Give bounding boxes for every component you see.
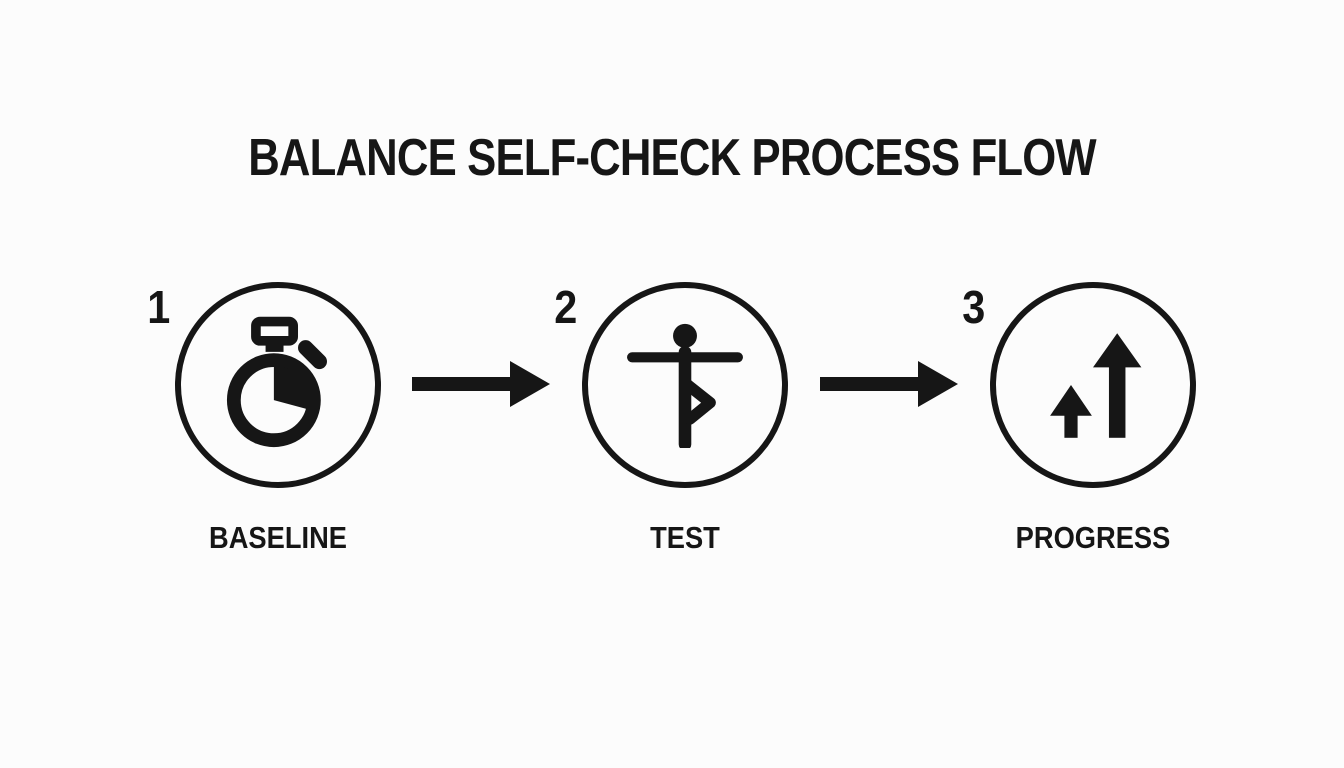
step-number: 3 — [962, 281, 986, 333]
step-number: 1 — [147, 281, 171, 333]
progress-arrows-icon — [1038, 330, 1148, 440]
step-circle — [582, 282, 788, 488]
step-circle — [990, 282, 1196, 488]
step-label: PROGRESS — [1015, 520, 1171, 555]
step-label: BASELINE — [209, 520, 347, 555]
step-number: 2 — [554, 281, 578, 333]
stopwatch-icon — [209, 316, 347, 454]
step-circle — [175, 282, 381, 488]
diagram-title: BALANCE SELF-CHECK PROCESS FLOW — [248, 129, 1096, 187]
step-label: TEST — [650, 520, 720, 555]
right-arrow-icon — [412, 358, 550, 410]
balance-pose-icon — [622, 322, 748, 448]
right-arrow-icon — [820, 358, 958, 410]
